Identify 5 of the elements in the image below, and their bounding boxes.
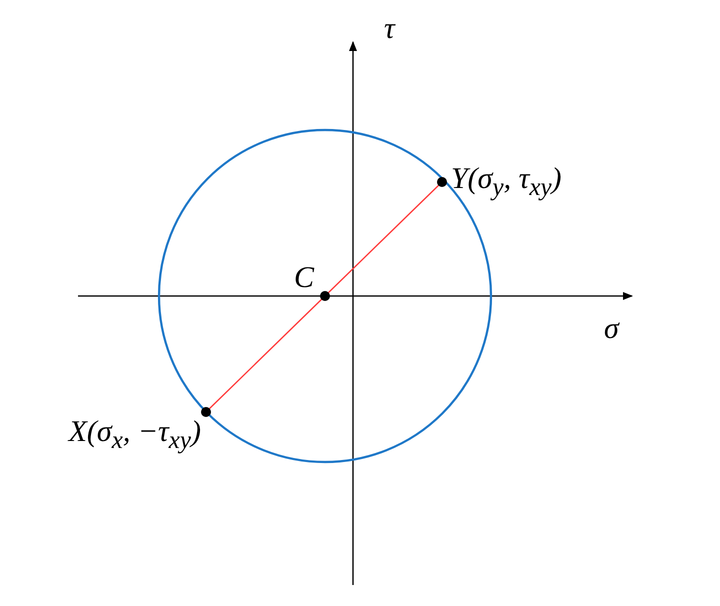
axis-label: σ bbox=[604, 314, 619, 344]
point-label: C bbox=[294, 263, 314, 293]
point-label: Y(σ$_{y}$, τ$_{xy}$) bbox=[451, 164, 562, 200]
axis-label: τ bbox=[384, 14, 395, 44]
point-label: X(σ$_{x}$, −τ$_{xy}$) bbox=[68, 417, 201, 453]
